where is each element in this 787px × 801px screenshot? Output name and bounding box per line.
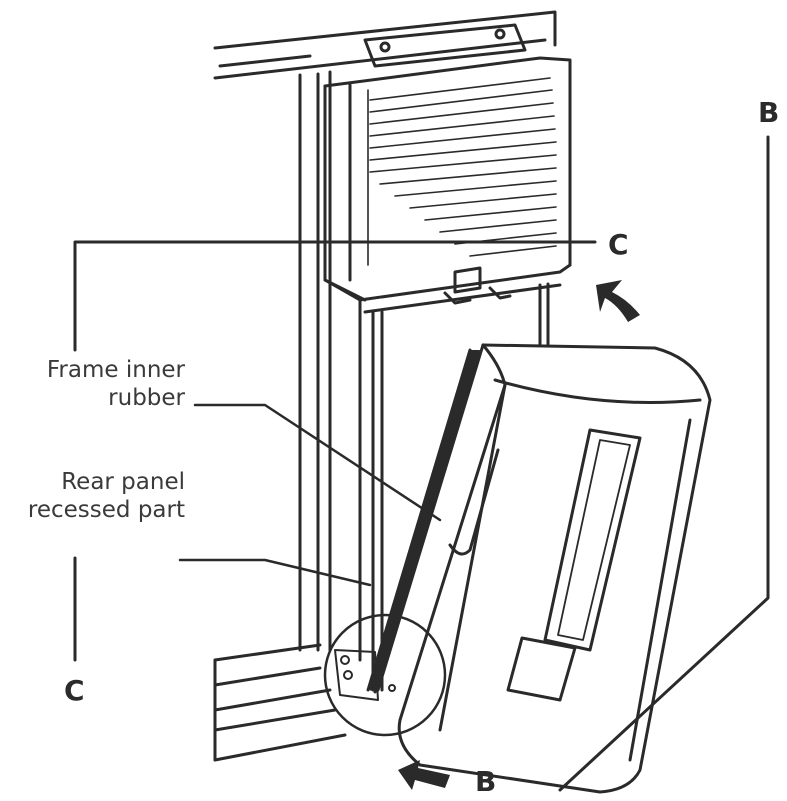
slide-left-arrow-icon bbox=[398, 760, 450, 790]
section-c-bottom-label: C bbox=[64, 674, 85, 707]
frame-inner-rubber-line1: Frame inner bbox=[46, 357, 185, 383]
rear-panel-line2: recessed part bbox=[27, 497, 185, 523]
detail-circle bbox=[323, 613, 447, 737]
section-b-bottom-label: B bbox=[475, 765, 497, 798]
leader-rear-panel bbox=[178, 558, 372, 587]
frame-inner-rubber-line2: rubber bbox=[108, 385, 185, 411]
section-line-c bbox=[73, 240, 597, 662]
middle-bracket bbox=[443, 266, 512, 305]
rear-panel-line1: Rear panel bbox=[61, 469, 185, 495]
window-left-jamb bbox=[298, 70, 332, 652]
frame-inner-rubber-label: Frame inner rubber bbox=[25, 356, 185, 412]
window-sill bbox=[213, 643, 347, 762]
hinge-detail bbox=[334, 649, 396, 701]
window-top-frame bbox=[213, 10, 557, 80]
section-b-top-label: B bbox=[758, 96, 780, 129]
section-c-top-label: C bbox=[608, 228, 629, 261]
rubber-strip bbox=[368, 350, 480, 692]
vertical-frame bbox=[323, 56, 572, 692]
leader-frame-inner-rubber bbox=[193, 403, 442, 522]
top-bracket bbox=[363, 23, 527, 68]
rear-panel-label: Rear panel recessed part bbox=[5, 468, 185, 524]
vent-louvers bbox=[367, 77, 557, 266]
rotate-up-arrow-icon bbox=[596, 280, 640, 322]
section-line-b bbox=[558, 135, 770, 792]
